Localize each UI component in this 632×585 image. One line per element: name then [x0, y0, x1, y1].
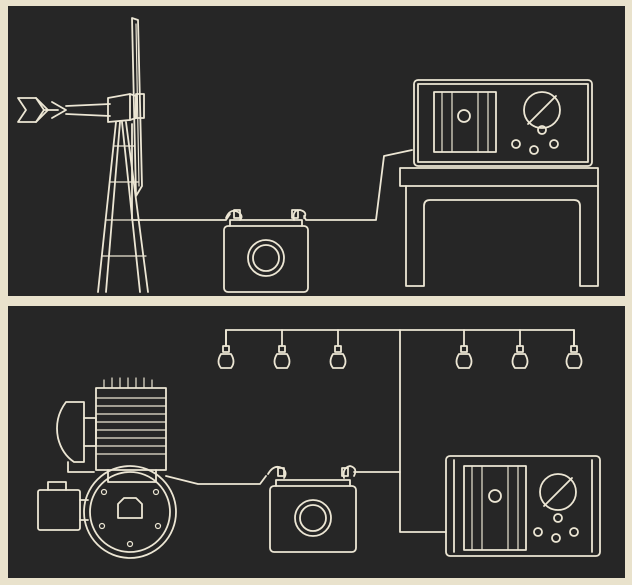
radio-icon — [414, 80, 592, 166]
bulb-icon — [513, 330, 528, 368]
wire-engine-battery — [166, 476, 266, 484]
wind-power-panel — [8, 6, 625, 296]
wind-vane-icon — [18, 98, 110, 122]
bulb-icon — [457, 330, 472, 368]
wire-tower-battery — [132, 124, 230, 220]
battery-icon — [268, 466, 400, 552]
table-icon — [400, 168, 598, 286]
wire-battery-radio — [304, 150, 412, 220]
engine-icon — [57, 378, 166, 482]
bulb-icon — [567, 330, 582, 368]
bulb-icon — [275, 330, 290, 368]
engine-power-panel — [8, 306, 625, 578]
propeller-icon — [132, 18, 142, 196]
battery-icon — [224, 210, 308, 292]
bulb-icon — [219, 330, 234, 368]
generator-icon — [38, 482, 88, 530]
flywheel-icon — [84, 466, 176, 558]
generator-head-icon — [108, 94, 144, 122]
engine-power-drawing — [8, 306, 625, 578]
bulb-icon — [331, 330, 346, 368]
radio-icon — [446, 456, 600, 556]
wind-power-drawing — [8, 6, 625, 296]
wire-to-radio — [400, 330, 446, 532]
